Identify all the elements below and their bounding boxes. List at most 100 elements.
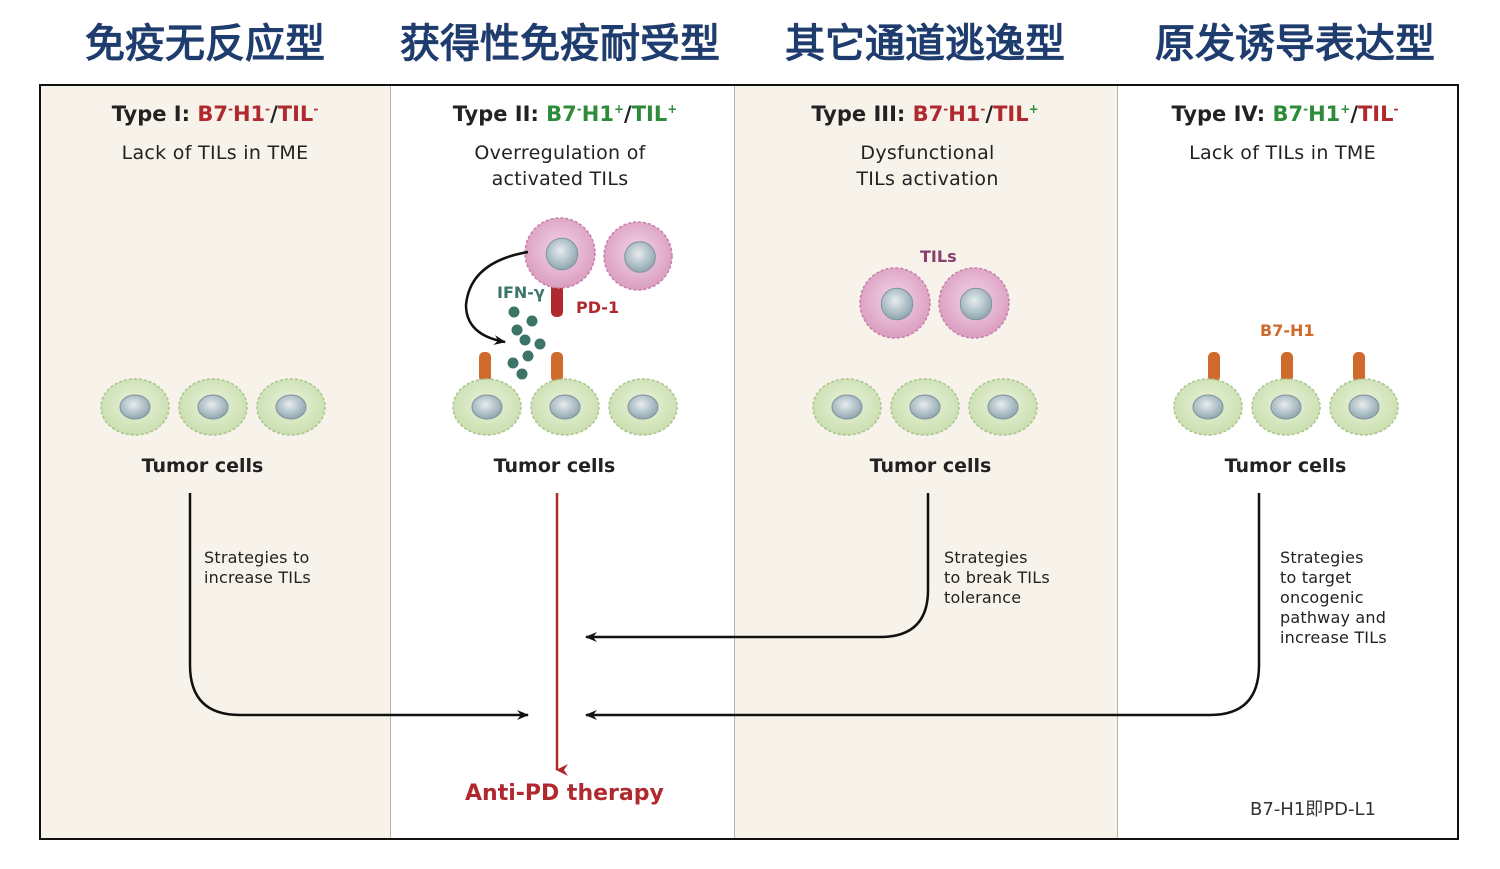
ifn-gamma-dot (526, 315, 538, 327)
marker-sup: + (667, 102, 678, 116)
til-cell (524, 217, 596, 289)
tumor-cell (890, 378, 960, 436)
marker-h1: H1 (948, 102, 981, 126)
ifn-gamma-arrow (464, 250, 529, 345)
pd1-receptor (551, 280, 563, 317)
marker-slash: / (1350, 102, 1358, 126)
arrow-type1-to-therapy (188, 493, 529, 720)
marker-h1: H1 (581, 102, 614, 126)
tumor-cells-label-type4: Tumor cells (1224, 455, 1347, 477)
b7h1-receptor (479, 352, 491, 382)
type-label: Type I: (111, 102, 198, 126)
panel-divider (1117, 86, 1118, 838)
ifn-gamma-dot (516, 368, 528, 380)
panel-title-type4: Type IV: B7-H1+/TIL- (1130, 102, 1440, 126)
marker-sup: - (576, 102, 582, 116)
strategy-type4: Strategies to target oncogenic pathway a… (1280, 548, 1387, 647)
marker-b7: B7 (1272, 102, 1304, 126)
tumor-cell (1173, 378, 1243, 436)
header-type1-cn: 免疫无反应型 (85, 21, 325, 67)
arrow-type4-to-therapy (585, 493, 1261, 720)
tumor-cell (100, 378, 170, 436)
header-type2-cn: 获得性免疫耐受型 (400, 21, 720, 67)
marker-sup: + (1028, 102, 1039, 116)
header-type3-cn: 其它通道逃逸型 (785, 21, 1065, 67)
til-cell (603, 221, 673, 291)
panel-desc-type4: Lack of TILs in TME (1189, 142, 1376, 164)
marker-sup: - (313, 102, 319, 116)
tumor-cell (812, 378, 882, 436)
panel-desc-type3: Dysfunctional TILs activation (856, 142, 999, 190)
strategy-type1: Strategies to increase TILs (204, 548, 311, 587)
type-label: Type IV: (1171, 102, 1273, 126)
marker-sup: - (1303, 102, 1309, 116)
panel-title-type3: Type III: B7-H1-/TIL+ (770, 102, 1080, 126)
tumor-cells-label-type2: Tumor cells (493, 455, 616, 477)
marker-sup: - (227, 102, 233, 116)
ifn-gamma-dot (507, 357, 519, 369)
tumor-cells-label-type3: Tumor cells (869, 455, 992, 477)
panel-divider (390, 86, 391, 838)
marker-til: TIL (631, 102, 668, 126)
tumor-cell (530, 378, 600, 436)
tils-label: TILs (920, 247, 957, 266)
marker-slash: / (624, 102, 632, 126)
tumor-cell (968, 378, 1038, 436)
tumor-cell (1329, 378, 1399, 436)
marker-til: TIL (1357, 102, 1394, 126)
til-cell (859, 267, 931, 339)
diagram-frame (39, 84, 1459, 840)
panel-type4 (1117, 86, 1457, 838)
tumor-cell (256, 378, 326, 436)
marker-h1: H1 (232, 102, 266, 126)
anti-pd-therapy-label: Anti-PD therapy (465, 781, 664, 806)
ifn-gamma-dot (522, 350, 534, 362)
panel-title-type1: Type I: B7-H1-/TIL- (60, 102, 370, 126)
tumor-cells-label-type1: Tumor cells (141, 455, 264, 477)
marker-h1: H1 (1308, 102, 1341, 126)
b7h1-receptor (1281, 352, 1293, 382)
ifn-gamma-label: IFN-γ (497, 283, 545, 302)
type-label: Type III: (811, 102, 913, 126)
marker-slash: / (270, 102, 278, 126)
type-label: Type II: (452, 102, 547, 126)
ifn-gamma-dot (508, 306, 520, 318)
panel-desc-type2: Overregulation of activated TILs (474, 142, 646, 190)
b7h1-receptor (1353, 352, 1365, 382)
panel-desc-type1: Lack of TILs in TME (121, 142, 309, 164)
b7h1-receptor (551, 352, 563, 382)
strategy-type3: Strategies to break TILs tolerance (944, 548, 1050, 607)
b7h1-pdl1-note: B7-H1即PD-L1 (1250, 799, 1376, 820)
ifn-gamma-dot (511, 324, 523, 336)
tumor-cell (178, 378, 248, 436)
b7h1-receptor (1208, 352, 1220, 382)
til-cell (938, 267, 1010, 339)
marker-sup: - (943, 102, 949, 116)
panel-divider (734, 86, 735, 838)
header-type4-cn: 原发诱导表达型 (1155, 21, 1435, 67)
tumor-cell (608, 378, 678, 436)
marker-til: TIL (277, 102, 314, 126)
tumor-cell (1251, 378, 1321, 436)
marker-b7: B7 (546, 102, 577, 126)
marker-til: TIL (993, 102, 1029, 126)
panel-title-type2: Type II: B7-H1+/TIL+ (400, 102, 730, 126)
marker-sup: + (1340, 102, 1351, 116)
pd1-label: PD-1 (576, 298, 620, 317)
arrow-type3-to-therapy (585, 493, 930, 642)
panel-type2 (390, 86, 734, 838)
marker-sup: - (980, 102, 986, 116)
marker-sup: - (265, 102, 271, 116)
b7h1-label: B7-H1 (1260, 321, 1315, 340)
tumor-cell (452, 378, 522, 436)
cells-layer (100, 217, 1399, 436)
marker-b7: B7 (197, 102, 228, 126)
marker-sup: + (613, 102, 625, 116)
ifn-gamma-dot (519, 334, 531, 346)
ifn-gamma-dot (534, 338, 546, 350)
marker-b7: B7 (912, 102, 944, 126)
marker-sup: - (1393, 102, 1399, 116)
panel-type1 (41, 86, 390, 838)
panel-type3 (734, 86, 1117, 838)
